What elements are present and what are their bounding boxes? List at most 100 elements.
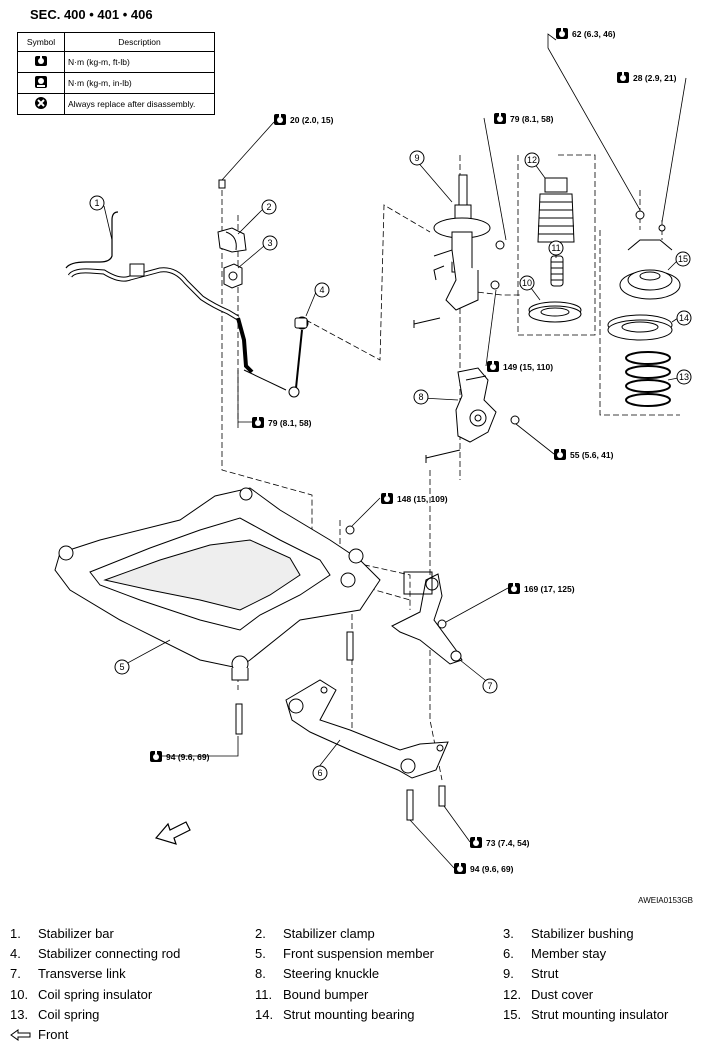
part-name: Member stay (531, 946, 607, 961)
callout-10: 10 (519, 275, 535, 291)
part-name: Dust cover (531, 987, 594, 1002)
svg-text:6: 6 (317, 768, 322, 778)
parts-row: 7.Transverse link 8.Steering knuckle 9.S… (10, 966, 700, 986)
parts-row: 4. Stabilizer connecting rod 5. Front susp… (10, 946, 700, 966)
callout-8: 8 (413, 389, 429, 405)
symbol-legend-table: Symbol Description N·m (kg-m, ft-lb) N·m… (17, 32, 215, 115)
svg-text:3: 3 (267, 238, 272, 248)
svg-text:4: 4 (319, 285, 324, 295)
torque-label-28: 28 (2.9, 21) (617, 72, 677, 83)
part-name: Steering knuckle (283, 966, 380, 981)
torque-label-148: 148 (15, 109) (381, 493, 448, 504)
section-title: SEC. 400 • 401 • 406 (30, 7, 153, 22)
svg-text:94 (9.6, 69): 94 (9.6, 69) (470, 864, 514, 874)
callout-4: 4 (314, 282, 330, 298)
svg-text:149 (15, 110): 149 (15, 110) (503, 362, 553, 372)
stabilizer-bar (65, 211, 254, 374)
callout-6: 6 (312, 765, 328, 781)
callout-14: 14 (676, 310, 692, 326)
part-number: 13. (10, 1007, 29, 1022)
callout-13: 13 (676, 369, 692, 385)
parts-row: 13.Coil spring 14.Strut mounting bearing… (10, 1007, 700, 1027)
part-number: 7. (10, 966, 21, 981)
torque-labels: 62 (6.3, 46) 28 (2.9, 21) 20 (2.0, 15) 7… (150, 28, 677, 874)
torque-label-73: 73 (7.4, 54) (470, 837, 530, 848)
legend-symbol-cell (17, 51, 65, 73)
part-number: 6. (503, 946, 514, 961)
part-number: 2. (255, 926, 266, 941)
front-legend: Front (10, 1027, 700, 1047)
torque-label-62: 62 (6.3, 46) (556, 28, 616, 39)
torque-nm-inlb-icon (35, 76, 47, 88)
torque-label-169: 169 (17, 125) (508, 583, 575, 594)
callout-15: 15 (675, 251, 691, 267)
part-number: 5. (255, 946, 266, 961)
strut-mounting-insulator (619, 239, 681, 300)
callout-3: 3 (262, 235, 278, 251)
stabilizer-bushing (223, 263, 243, 289)
svg-text:8: 8 (418, 392, 423, 402)
svg-text:73 (7.4, 54): 73 (7.4, 54) (486, 838, 530, 848)
part-number: 12. (503, 987, 522, 1002)
front-label: Front (38, 1027, 69, 1042)
part-name: Strut mounting insulator (531, 1007, 669, 1022)
legend-symbol-cell (17, 72, 65, 94)
strut (433, 174, 505, 311)
svg-text:14: 14 (679, 313, 689, 323)
part-name: Front suspension member (283, 946, 435, 961)
part-number: 14. (255, 1007, 274, 1022)
parts-row: 1. Stabilizer bar 2. Stabilizer clamp 3. St… (10, 926, 700, 946)
steering-knuckle (455, 367, 497, 443)
svg-text:55 (5.6, 41): 55 (5.6, 41) (570, 450, 614, 460)
svg-text:1: 1 (94, 198, 99, 208)
part-number: 1. (10, 926, 21, 941)
svg-text:79 (8.1, 58): 79 (8.1, 58) (268, 418, 312, 428)
dust-cover (537, 177, 575, 243)
figure-code: AWEIA0153GB (638, 896, 693, 905)
part-number: 8. (255, 966, 266, 981)
part-name: Transverse link (38, 966, 126, 981)
part-name: Stabilizer bar (38, 926, 114, 941)
svg-text:79 (8.1, 58): 79 (8.1, 58) (510, 114, 554, 124)
svg-text:10: 10 (522, 278, 532, 288)
svg-text:11: 11 (551, 243, 560, 253)
strut-mounting-bearing (607, 314, 673, 341)
svg-text:148 (15, 109): 148 (15, 109) (397, 494, 448, 504)
part-number: 9. (503, 966, 514, 981)
part-name: Stabilizer connecting rod (38, 946, 181, 961)
part-name: Stabilizer clamp (283, 926, 375, 941)
legend-description: Always replace after disassembly. (64, 93, 215, 115)
front-arrow-icon (10, 1029, 32, 1044)
coil-spring (625, 351, 671, 407)
part-name: Coil spring insulator (38, 987, 153, 1002)
torque-label-79-upper: 79 (8.1, 58) (494, 113, 554, 124)
part-number: 3. (503, 926, 514, 941)
part-number: 4. (10, 946, 21, 961)
callout-11: 11 (548, 240, 564, 256)
part-number: 11. (255, 987, 273, 1002)
svg-text:28 (2.9, 21): 28 (2.9, 21) (633, 73, 677, 83)
part-name: Strut mounting bearing (283, 1007, 415, 1022)
front-suspension-member (54, 487, 381, 681)
svg-text:94 (9.6, 69): 94 (9.6, 69) (166, 752, 210, 762)
svg-text:15: 15 (678, 254, 688, 264)
transverse-link (391, 571, 463, 665)
callout-7: 7 (482, 678, 498, 694)
svg-text:12: 12 (527, 155, 537, 165)
bound-bumper (550, 255, 564, 287)
coil-spring-insulator (528, 301, 582, 323)
svg-text:20 (2.0, 15): 20 (2.0, 15) (290, 115, 334, 125)
torque-label-20: 20 (2.0, 15) (274, 114, 334, 125)
callout-5: 5 (114, 659, 130, 675)
part-name: Bound bumper (283, 987, 369, 1002)
svg-text:9: 9 (414, 153, 419, 163)
svg-text:62 (6.3, 46): 62 (6.3, 46) (572, 29, 616, 39)
svg-text:13: 13 (679, 372, 689, 382)
bolts (218, 179, 666, 821)
part-name: Stabilizer bushing (531, 926, 634, 941)
torque-label-94-left: 94 (9.6, 69) (150, 751, 210, 762)
callout-2: 2 (261, 199, 277, 215)
front-arrow-diagram-icon (154, 821, 191, 845)
torque-label-79-lower: 79 (8.1, 58) (252, 417, 312, 428)
callout-9: 9 (409, 150, 425, 166)
